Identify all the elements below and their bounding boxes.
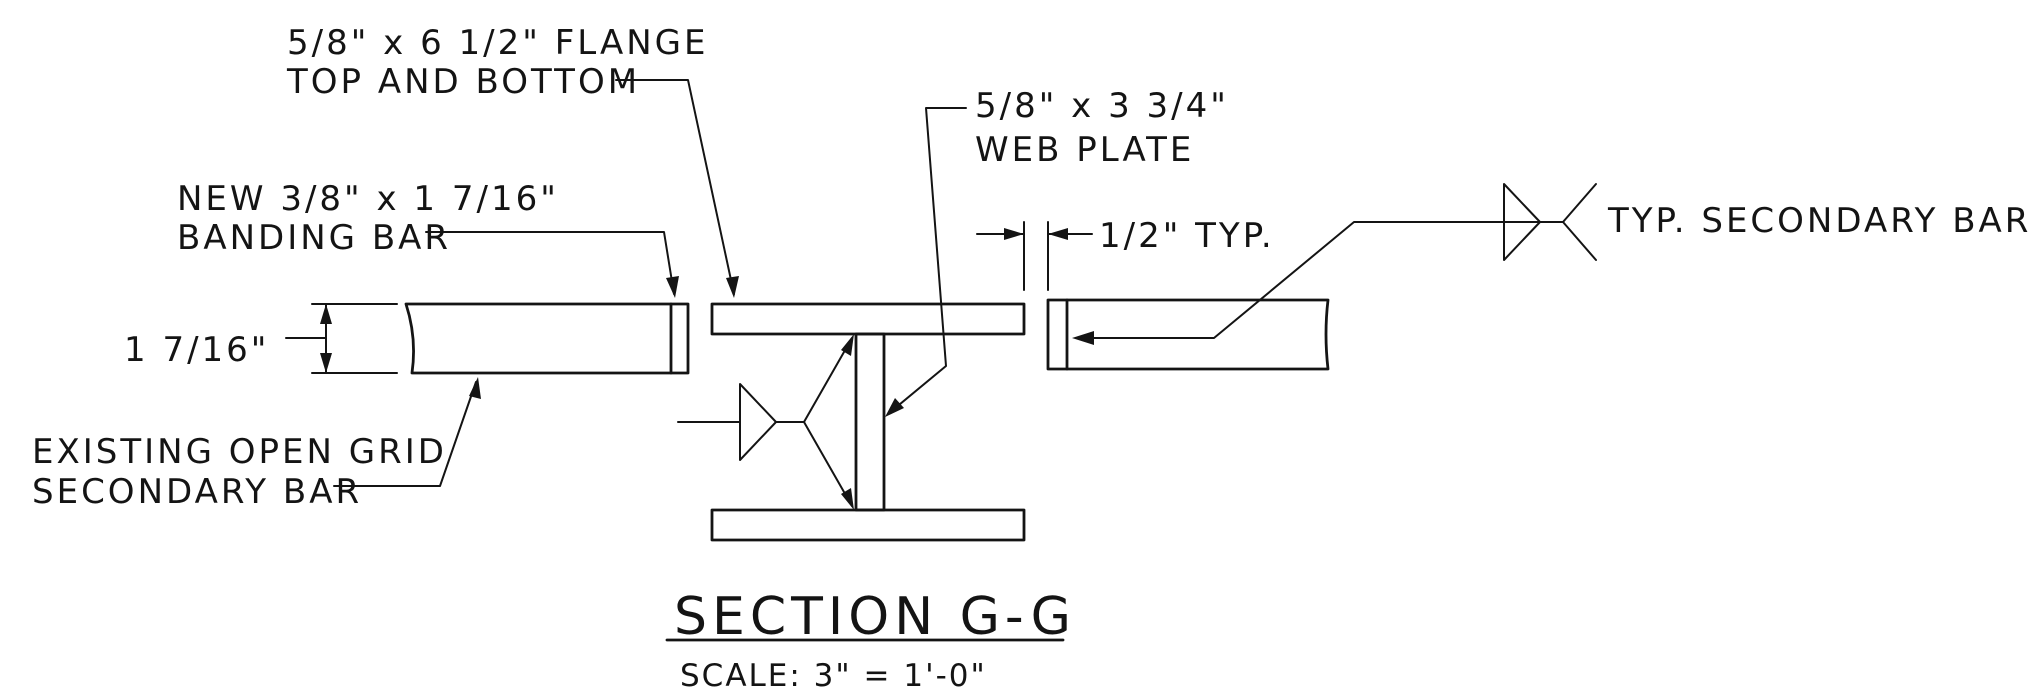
weld-symbol-right-triangle (1503, 183, 1541, 261)
web-leader (887, 107, 967, 415)
flange-note-line1: 5/8" x 6 1/2" FLANGE (287, 23, 709, 63)
existing-secondary-bar-left (404, 302, 690, 375)
existing-bar-leader-arrow (469, 377, 481, 399)
weld-symbol-left-triangle (739, 383, 777, 461)
flange-leader-arrow (726, 276, 739, 298)
web-note-line1: 5/8" x 3 3/4" (975, 86, 1229, 126)
weld-note-label: TYP. SECONDARY BARS (1607, 201, 2032, 241)
banding-leader (425, 231, 675, 295)
weld-symbol-right-arrow (1072, 331, 1094, 345)
bottom-flange (710, 508, 1026, 542)
height-arrow-top (320, 304, 332, 324)
weld-arrow-bottom-head (841, 488, 854, 510)
weld-symbol-right-tail-lower (1562, 221, 1597, 261)
weld-arrow-top-head (841, 334, 854, 356)
flange-leader (615, 79, 735, 295)
existing-note-line1: EXISTING OPEN GRID (32, 432, 447, 472)
height-arrow-bottom (320, 353, 332, 373)
scale-note: SCALE: 3" = 1'-0" (680, 658, 987, 694)
existing-bar-leader (333, 381, 477, 487)
weld-symbol-right-tail-upper (1562, 183, 1597, 223)
existing-note-line2: SECONDARY BAR (32, 472, 362, 512)
weld-symbol-right-leader (1079, 221, 1564, 339)
web-leader-arrow (885, 398, 904, 417)
banding-note-line1: NEW 3/8" x 1 7/16" (177, 179, 559, 219)
gap-arrow-left (1004, 228, 1024, 240)
weld-arrow-bottom-line (803, 421, 853, 507)
section-title: SECTION G-G (674, 587, 1076, 647)
gap-arrow-right (1048, 228, 1068, 240)
weld-arrow-top-line (803, 337, 853, 423)
web-plate (854, 332, 886, 512)
top-flange (710, 302, 1026, 336)
flange-note-line2: TOP AND BOTTOM (286, 62, 640, 102)
web-note-line2: WEB PLATE (975, 130, 1194, 170)
height-dimension-label: 1 7/16" (124, 330, 269, 370)
gap-dimension-label: 1/2" TYP. (1099, 216, 1275, 256)
existing-secondary-bar-right (1046, 298, 1330, 371)
banding-note-line2: BANDING BAR (177, 218, 451, 258)
banding-leader-arrow (666, 276, 679, 298)
